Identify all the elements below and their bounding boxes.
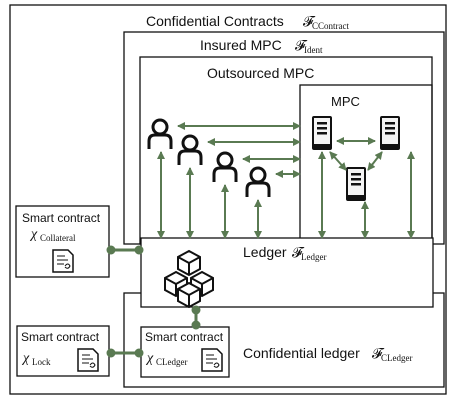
lock-chi-sub: Lock	[32, 357, 51, 367]
connectors	[157, 122, 415, 239]
person-icon-4	[245, 166, 271, 199]
server-icon-1	[312, 116, 332, 150]
person-icon-2	[177, 134, 203, 167]
arrow-server2-server3	[367, 151, 383, 171]
cledger-func-symbol: 𝓕	[372, 347, 385, 362]
cledger-document-icon	[201, 348, 223, 372]
lock-chi: χ	[21, 351, 30, 366]
ccontract-func-sub: CContract	[312, 21, 349, 31]
server-icon-3	[346, 167, 366, 201]
cledger-chi-sub: CLedger	[156, 357, 188, 367]
ident-func-sub: Ident	[304, 45, 323, 55]
collateral-document-icon	[52, 249, 74, 273]
person-icon-1	[147, 118, 173, 151]
collateral-chi-sub: Collateral	[40, 233, 76, 243]
dot-connectors	[106, 245, 201, 358]
ledger-title: Ledger	[243, 244, 287, 260]
confidential-contracts-box	[9, 4, 447, 395]
cledger-contract-title: Smart contract	[145, 330, 224, 344]
confidential-ledger-title: Confidential ledger	[243, 345, 360, 361]
arrow-server1-server3	[329, 151, 347, 171]
collateral-chi: χ	[29, 227, 38, 242]
ident-func-symbol: 𝓕	[295, 39, 308, 54]
confidential-contracts-title: Confidential Contracts	[146, 13, 284, 29]
collateral-contract-title: Smart contract	[22, 211, 101, 225]
lock-document-icon	[77, 348, 99, 372]
server-icon-2	[380, 116, 400, 150]
insured-mpc-title: Insured MPC	[200, 37, 282, 53]
outsourced-mpc-title: Outsourced MPC	[207, 65, 314, 81]
lock-contract-title: Smart contract	[21, 330, 100, 344]
mpc-title: MPC	[331, 94, 360, 109]
cledger-chi: χ	[145, 351, 154, 366]
person-icon-3	[212, 151, 238, 184]
cledger-func-sub: CLedger	[381, 353, 413, 363]
ccontract-func-symbol: 𝓕	[303, 15, 316, 30]
ledger-func-sub: Ledger	[301, 252, 326, 262]
ledger-func-symbol: 𝓕	[292, 246, 305, 261]
